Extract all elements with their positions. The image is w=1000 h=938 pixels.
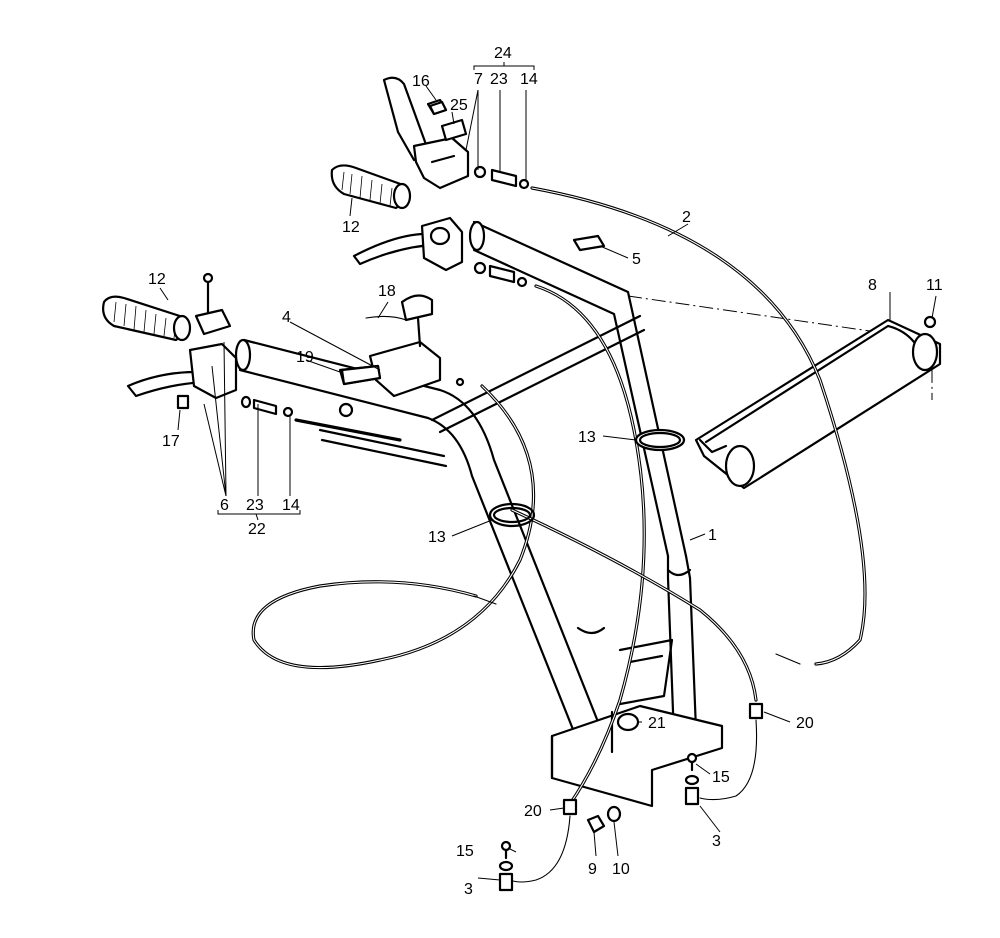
callout-14-top: 14 [520,71,538,88]
hardware [240,100,937,892]
right-brake-lever [352,216,464,272]
callout-numbers: 1 2 3 3 4 5 6 7 8 9 10 11 12 12 13 13 14… [148,45,943,898]
callout-17: 17 [162,433,180,450]
callout-12-right: 12 [342,219,360,236]
callout-9: 9 [588,861,597,878]
callout-3-left: 3 [464,881,473,898]
cables [251,186,867,883]
callout-14-left: 14 [282,497,300,514]
handlebar-cover [694,318,942,490]
callout-25: 25 [450,97,468,114]
callout-20-right: 20 [796,715,814,732]
right-grip [330,164,412,210]
callout-21: 21 [648,715,666,732]
callout-6: 6 [220,497,229,514]
callout-3-right: 3 [712,833,721,850]
handlebar-frame [234,220,933,808]
callout-16: 16 [412,73,430,90]
callout-15-right: 15 [712,769,730,786]
callout-8: 8 [868,277,877,294]
callout-12-left: 12 [148,271,166,288]
callout-19: 19 [296,349,314,366]
callout-15-left: 15 [456,843,474,860]
callout-10: 10 [612,861,630,878]
callout-2: 2 [682,209,691,226]
callout-5: 5 [632,251,641,268]
callout-1: 1 [708,527,717,544]
callout-24: 24 [494,45,512,62]
callout-7: 7 [474,71,483,88]
callout-23-top: 23 [490,71,508,88]
callout-22: 22 [248,521,266,538]
callout-23-left: 23 [246,497,264,514]
leader-lines [159,62,937,881]
throttle-lever-top [382,76,470,190]
callout-18: 18 [378,283,396,300]
callout-13-lower: 13 [428,529,446,546]
left-grip [102,295,192,342]
callout-13-upper: 13 [578,429,596,446]
callout-11: 11 [926,277,943,294]
callout-20-left: 20 [524,803,542,820]
callout-4: 4 [282,309,291,326]
